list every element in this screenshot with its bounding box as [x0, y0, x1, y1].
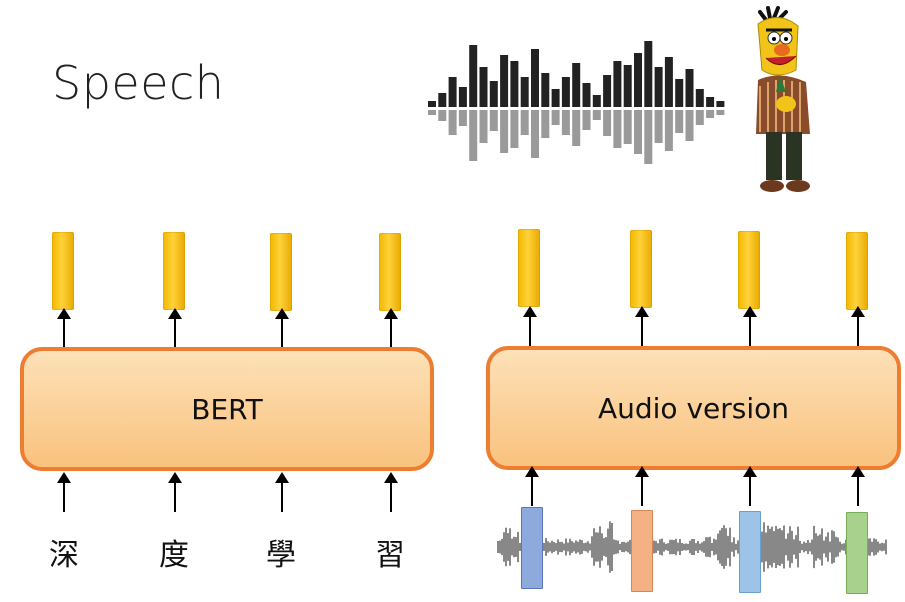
speech-title: Speech — [52, 56, 225, 110]
audio-output-embedding-2 — [630, 230, 652, 308]
arrow-up — [851, 306, 865, 346]
audio-waveform-icon — [497, 521, 887, 573]
audio-output-embedding-4 — [846, 232, 868, 310]
bert-model-box: BERT — [20, 347, 434, 471]
token-4: 習 — [375, 538, 405, 573]
token-2: 度 — [159, 538, 189, 573]
audio-segment-1 — [521, 507, 543, 589]
audio-segment-3 — [739, 511, 761, 593]
audio-output-embedding-1 — [518, 229, 540, 307]
token-3: 學 — [266, 538, 296, 573]
arrow-up — [743, 466, 757, 506]
arrow-up — [851, 466, 865, 506]
arrow-up — [275, 308, 289, 348]
arrow-up — [275, 472, 289, 512]
output-embedding-1 — [52, 232, 74, 310]
audio-version-label: Audio version — [597, 391, 790, 425]
audio-segment-2 — [631, 510, 653, 592]
arrow-up — [525, 466, 539, 506]
arrow-up — [635, 466, 649, 506]
arrow-up — [523, 306, 537, 346]
arrow-up — [57, 308, 71, 348]
audio-output-embedding-3 — [738, 231, 760, 309]
arrow-up — [57, 472, 71, 512]
output-embedding-3 — [270, 233, 292, 311]
arrow-up — [384, 472, 398, 512]
bert-label: BERT — [191, 392, 263, 426]
arrow-up — [168, 308, 182, 348]
cartoon-character-icon — [756, 6, 810, 192]
output-embedding-2 — [163, 232, 185, 310]
output-embedding-4 — [379, 233, 401, 311]
token-1: 深 — [49, 538, 79, 573]
arrow-up — [168, 472, 182, 512]
arrow-up — [384, 308, 398, 348]
audio-segment-4 — [846, 512, 868, 594]
arrow-up — [743, 306, 757, 346]
waveform-icon — [428, 41, 725, 164]
audio-model-box: Audio version — [486, 346, 901, 470]
arrow-up — [635, 306, 649, 346]
